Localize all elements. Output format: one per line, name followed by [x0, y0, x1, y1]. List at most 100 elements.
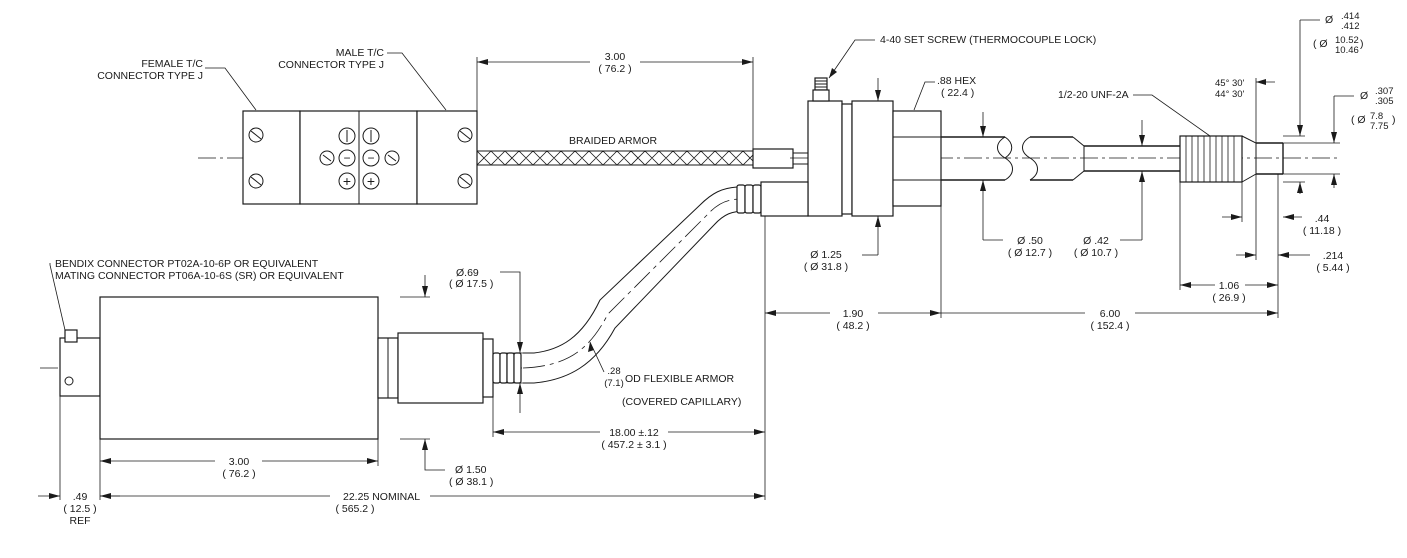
dim-028: .28 (7.1) — [604, 366, 624, 389]
label-hex: .88 HEX ( 22.4 ) — [937, 75, 976, 99]
svg-text:Ø 1.25: Ø 1.25 — [810, 249, 842, 261]
dim-dia-125: Ø 1.25 ( Ø 31.8 ) — [804, 249, 848, 273]
dim-190: 1.90 ( 48.2 ) — [836, 308, 869, 332]
svg-text:18.00 ±.12: 18.00 ±.12 — [609, 427, 659, 439]
svg-text:.307: .307 — [1375, 86, 1394, 97]
svg-text:( 5.44 ): ( 5.44 ) — [1316, 262, 1349, 274]
svg-text:7.75: 7.75 — [1370, 121, 1389, 132]
svg-text:( Ø 17.5 ): ( Ø 17.5 ) — [449, 278, 493, 290]
svg-text:.49: .49 — [73, 491, 88, 503]
svg-text:Ø .50: Ø .50 — [1017, 235, 1043, 247]
dim-214: .214 ( 5.44 ) — [1316, 250, 1349, 274]
dimension-lines — [38, 19, 1354, 500]
dim-044: .44 ( 11.18 ) — [1303, 213, 1341, 237]
label-thread: 1/2-20 UNF-2A — [1058, 89, 1129, 101]
svg-text:(7.1): (7.1) — [604, 378, 624, 389]
svg-text:1.06: 1.06 — [1219, 280, 1240, 292]
label-braided-armor: BRAIDED ARMOR — [569, 135, 658, 147]
svg-text:( 11.18 ): ( 11.18 ) — [1303, 225, 1341, 237]
connector-pins — [319, 127, 400, 190]
svg-text:CONNECTOR TYPE J: CONNECTOR TYPE J — [97, 70, 203, 82]
minus-symbol: − — [343, 151, 350, 165]
svg-text:BENDIX CONNECTOR PT02A-10-6P: BENDIX CONNECTOR PT02A-10-6P OR EQUIVALE… — [55, 258, 319, 270]
svg-text:( Ø 31.8 ): ( Ø 31.8 ) — [804, 261, 848, 273]
dim-dia-150: Ø 1.50 ( Ø 38.1 ) — [449, 464, 493, 488]
svg-text:.214: .214 — [1323, 250, 1344, 262]
svg-text:( 152.4 ): ( 152.4 ) — [1090, 320, 1129, 332]
svg-text:): ) — [1392, 114, 1396, 126]
label-covered-capillary: (COVERED CAPILLARY) — [622, 396, 741, 408]
braided-armor — [476, 148, 808, 169]
plus-symbol: + — [367, 173, 375, 189]
label-flex-armor: OD FLEXIBLE ARMOR — [625, 373, 735, 385]
svg-text:.414: .414 — [1341, 11, 1360, 22]
label-female-connector: FEMALE T/C CONNECTOR TYPE J — [97, 58, 203, 82]
svg-text:( 48.2 ): ( 48.2 ) — [836, 320, 869, 332]
male-connector-screws — [457, 127, 473, 189]
svg-text:.88 HEX: .88 HEX — [937, 75, 976, 87]
svg-text:MALE T/C: MALE T/C — [336, 47, 385, 59]
svg-text:( 76.2 ): ( 76.2 ) — [222, 468, 255, 480]
dim-dia-050: Ø .50 ( Ø 12.7 ) — [1008, 235, 1052, 259]
svg-text:3.00: 3.00 — [605, 51, 626, 63]
svg-text:): ) — [1360, 38, 1364, 50]
svg-text:( Ø 10.7 ): ( Ø 10.7 ) — [1074, 247, 1118, 259]
svg-text:.28: .28 — [607, 366, 620, 377]
svg-text:REF: REF — [70, 515, 91, 527]
plus-symbol: + — [343, 173, 351, 189]
svg-text:10.52: 10.52 — [1335, 35, 1359, 46]
svg-text:( Ø: ( Ø — [1313, 38, 1328, 50]
dim-body-length: 3.00 ( 76.2 ) — [222, 456, 255, 480]
svg-text:3.00: 3.00 — [229, 456, 250, 468]
transmitter-body — [40, 296, 526, 440]
sensor-housing — [790, 77, 1340, 217]
label-bendix: BENDIX CONNECTOR PT02A-10-6P OR EQUIVALE… — [55, 258, 344, 282]
svg-text:Ø: Ø — [1360, 90, 1368, 102]
svg-text:( 12.5 ): ( 12.5 ) — [63, 503, 96, 515]
svg-text:Ø: Ø — [1325, 14, 1333, 26]
svg-text:Ø .42: Ø .42 — [1083, 235, 1109, 247]
dim-1800: 18.00 ±.12 ( 457.2 ± 3.1 ) — [601, 427, 666, 451]
svg-text:( 457.2 ± 3.1 ): ( 457.2 ± 3.1 ) — [601, 439, 666, 451]
dim-106: 1.06 ( 26.9 ) — [1212, 280, 1245, 304]
svg-text:.412: .412 — [1341, 21, 1360, 32]
dim-dia-069: Ø.69 ( Ø 17.5 ) — [449, 267, 493, 290]
body-fitting-ribs — [492, 352, 522, 384]
svg-text:( Ø 12.7 ): ( Ø 12.7 ) — [1008, 247, 1052, 259]
svg-text:6.00: 6.00 — [1100, 308, 1121, 320]
svg-text:( 22.4 ): ( 22.4 ) — [941, 87, 974, 99]
dim-2225: 22.25 NOMINAL ( 565.2 ) — [335, 491, 420, 515]
svg-text:( 26.9 ): ( 26.9 ) — [1212, 292, 1245, 304]
label-male-connector: MALE T/C CONNECTOR TYPE J — [278, 47, 384, 71]
svg-text:.44: .44 — [1315, 213, 1330, 225]
dim-dia-414: Ø .414 .412 ( Ø 10.52 10.46 ) — [1313, 11, 1364, 56]
svg-text:CONNECTOR TYPE J: CONNECTOR TYPE J — [278, 59, 384, 71]
svg-text:( Ø: ( Ø — [1351, 114, 1366, 126]
dim-dia-307: Ø .307 .305 ( Ø 7.8 7.75 ) — [1351, 86, 1396, 132]
dim-600: 6.00 ( 152.4 ) — [1090, 308, 1129, 332]
dim-dia-042: Ø .42 ( Ø 10.7 ) — [1074, 235, 1118, 259]
svg-text:( Ø 38.1 ): ( Ø 38.1 ) — [449, 476, 493, 488]
svg-text:10.46: 10.46 — [1335, 45, 1359, 56]
svg-text:Ø 1.50: Ø 1.50 — [455, 464, 487, 476]
svg-text:.305: .305 — [1375, 96, 1394, 107]
female-connector-screws — [248, 127, 264, 189]
svg-text:( 76.2 ): ( 76.2 ) — [598, 63, 631, 75]
svg-text:22.25 NOMINAL: 22.25 NOMINAL — [343, 491, 420, 503]
flexible-armor — [522, 181, 809, 384]
svg-text:MATING CONNECTOR PT06A-10-6S: MATING CONNECTOR PT06A-10-6S (SR) OR EQU… — [55, 270, 344, 282]
label-angles: 45° 30' 44° 30' — [1215, 78, 1245, 100]
svg-text:44° 30': 44° 30' — [1215, 89, 1245, 100]
thermocouple-connectors: − − + + — [198, 110, 478, 205]
svg-text:( 565.2 ): ( 565.2 ) — [335, 503, 374, 515]
svg-text:FEMALE T/C: FEMALE T/C — [141, 58, 203, 70]
dim-049: .49 ( 12.5 ) REF — [63, 491, 96, 527]
label-set-screw: 4-40 SET SCREW (THERMOCOUPLE LOCK) — [880, 34, 1096, 46]
svg-text:1.90: 1.90 — [843, 308, 864, 320]
svg-text:45° 30': 45° 30' — [1215, 78, 1245, 89]
flexible-armor-ribs — [736, 181, 809, 217]
dim-tc-length: 3.00 ( 76.2 ) — [598, 51, 631, 75]
svg-text:Ø.69: Ø.69 — [456, 267, 479, 279]
minus-symbol: − — [367, 151, 374, 165]
